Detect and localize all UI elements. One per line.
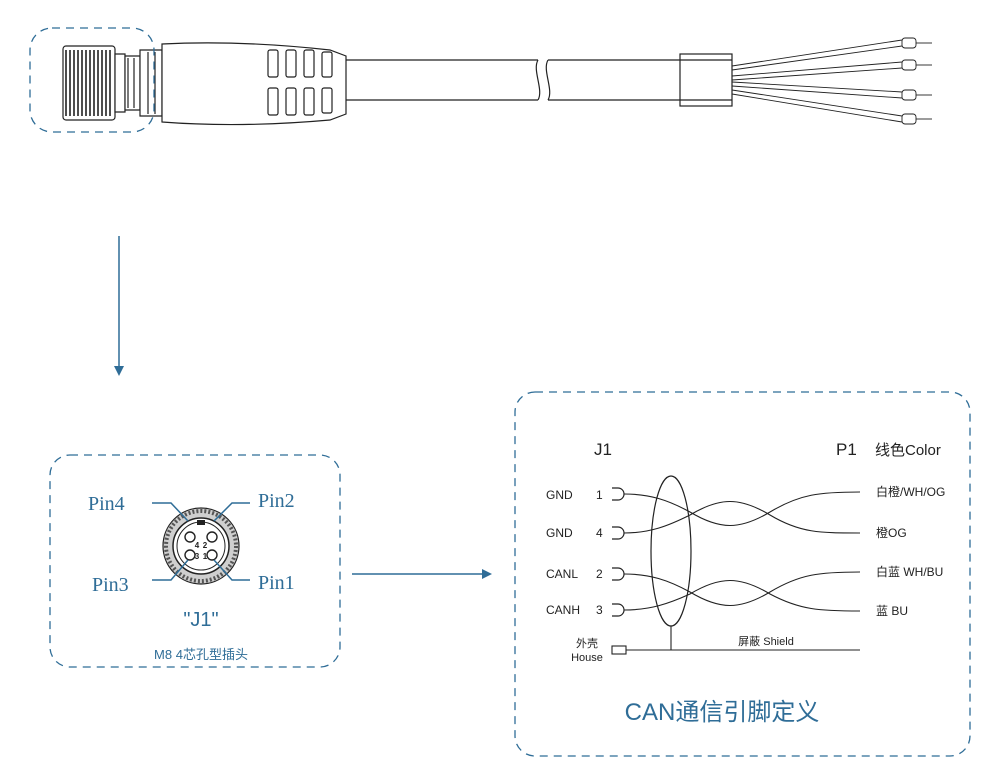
connector-name: "J1"	[183, 609, 218, 631]
pin1-label: Pin1	[258, 572, 295, 594]
knurled-nut	[62, 45, 116, 121]
wire-color-label: 蓝 BU	[876, 604, 908, 618]
fanned-wires	[731, 37, 932, 125]
m8-connector-face: 4 2 3 1	[162, 507, 240, 585]
pinout-left-header: J1	[594, 440, 612, 459]
signal-name: GND	[546, 526, 573, 540]
connector-description: M8 4芯孔型插头	[154, 647, 248, 662]
pin2-label: Pin2	[258, 490, 295, 512]
pinout-caption: CAN通信引脚定义	[625, 699, 820, 726]
wire-color-label: 白蓝 WH/BU	[876, 564, 943, 579]
shield-drain	[611, 626, 860, 655]
connector-face-box	[49, 454, 341, 668]
pinout-box	[514, 391, 971, 757]
connector-highlight	[29, 27, 155, 133]
face-number-3: 3	[195, 552, 200, 561]
pin-leader-lines	[152, 502, 250, 581]
signal-name: CANL	[546, 567, 578, 581]
pin-number: 4	[596, 526, 603, 540]
shrink-sleeve	[679, 53, 733, 107]
pin-number: 3	[596, 603, 603, 617]
signal-name: GND	[546, 488, 573, 502]
signal-name: CANH	[546, 603, 580, 617]
wire-color-label: 橙OG	[876, 525, 907, 540]
house-label-en: House	[571, 652, 603, 664]
face-number-1: 1	[203, 552, 208, 561]
pin-number: 1	[596, 488, 603, 502]
house-label-cn: 外壳	[576, 636, 598, 650]
face-number-2: 2	[203, 541, 208, 550]
overmold-boot	[161, 42, 347, 126]
pinout-color-header: 线色Color	[875, 442, 941, 459]
socket-symbols	[612, 487, 625, 617]
twisted-pairs	[623, 491, 861, 612]
cable-body	[346, 59, 680, 101]
shield-label: 屏蔽 Shield	[738, 635, 794, 648]
cable-drawing	[62, 37, 932, 126]
shield-ellipse	[650, 475, 692, 627]
pin3-label: Pin3	[92, 574, 129, 596]
pin4-label: Pin4	[88, 493, 125, 515]
connector-collar	[114, 49, 163, 117]
pin-number: 2	[596, 567, 603, 581]
wire-color-label: 白橙/WH/OG	[876, 484, 945, 499]
face-number-4: 4	[195, 541, 200, 550]
pinout-right-header: P1	[836, 440, 857, 459]
